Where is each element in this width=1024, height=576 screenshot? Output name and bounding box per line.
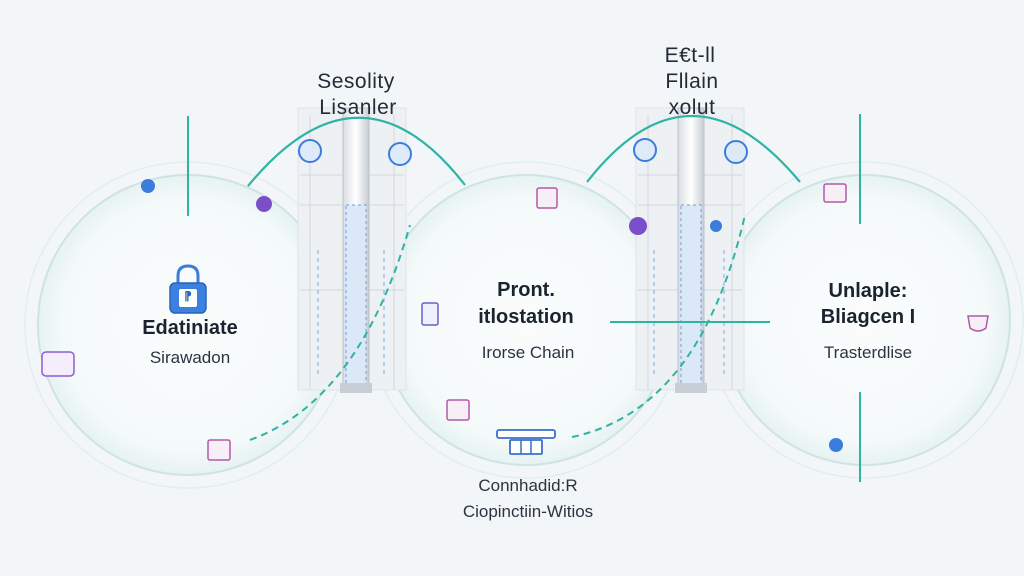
tower-badge-icon	[298, 139, 322, 163]
clipboard-icon	[536, 187, 558, 209]
left-tower-title-line-1: Sesolity	[317, 70, 395, 93]
center-node-subtitle: Irorse Chain	[481, 343, 575, 362]
shield-icon	[967, 315, 989, 332]
platform-icon	[496, 429, 556, 455]
purple-dot-icon	[256, 196, 272, 212]
tower-badge-icon	[633, 138, 657, 162]
purple-dot-icon	[629, 217, 647, 235]
blue-dot-icon	[710, 220, 722, 232]
right-tower-title-line-3: xolut	[668, 96, 716, 119]
padlock-glyph: ⁋	[184, 289, 192, 303]
padlock-icon	[169, 264, 207, 314]
left-dashed-connector	[249, 224, 411, 441]
right-node-title-line-1: Unlaple:	[828, 280, 908, 302]
document-icon	[421, 302, 439, 326]
right-arc	[586, 114, 801, 183]
right-node-subtitle: Trasterdlise	[823, 343, 913, 362]
center-node-title-line-2: itlostation	[478, 306, 574, 328]
left-node-subtitle: Sirawadon	[149, 348, 231, 367]
center-node-title-line-1: Pront.	[497, 279, 555, 301]
image-icon	[823, 183, 847, 203]
right-node-title-line-2: Bliagcen I	[820, 306, 916, 328]
bottom-block-line-1: Connhadid:R	[478, 476, 578, 495]
left-tower-title-line-2: Lisanler	[319, 96, 397, 119]
right-tower-title-line-2: Fllain	[665, 70, 719, 93]
blue-dot-icon	[829, 438, 843, 452]
right-tower-title-line-1: E€t-ll	[664, 44, 716, 67]
tower-badge-icon	[724, 140, 748, 164]
card-icon	[207, 439, 231, 461]
tower-badge-icon	[388, 142, 412, 166]
left-node-title: Edatiniate	[142, 317, 238, 339]
left-arc	[247, 116, 466, 187]
briefcase-icon	[41, 351, 75, 377]
blue-dot-icon	[141, 179, 155, 193]
bottom-block-line-2: Ciopinctiin-Witios	[462, 502, 594, 521]
folder-icon	[446, 399, 470, 421]
